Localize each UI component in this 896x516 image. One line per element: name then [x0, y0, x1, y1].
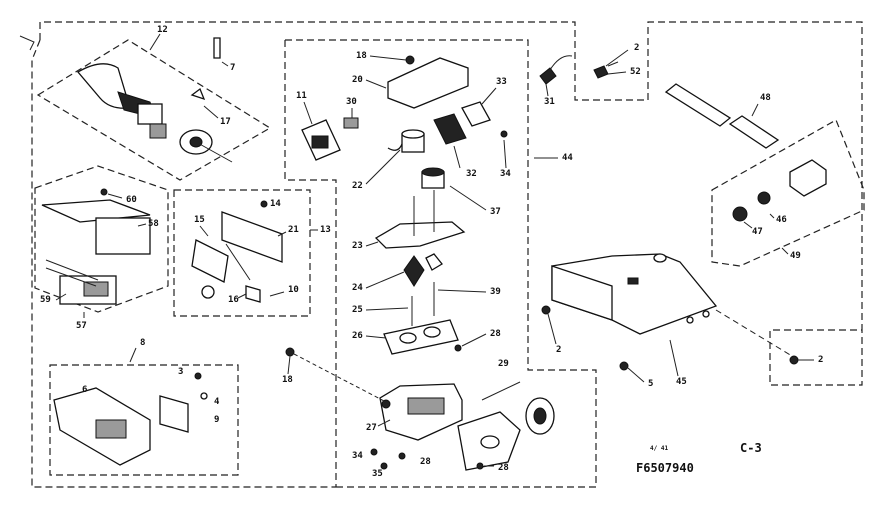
callout-8: 8 [140, 338, 145, 348]
callout-33: 33 [496, 77, 507, 87]
callout-52: 52 [630, 67, 641, 77]
callout-17: 17 [220, 117, 231, 127]
callout-11: 11 [296, 91, 307, 101]
callout-46: 46 [776, 215, 787, 225]
callout-35: 35 [372, 469, 383, 479]
callout-31: 31 [544, 97, 555, 107]
callout-28: 28 [490, 329, 501, 339]
callout-12: 12 [157, 25, 168, 35]
callout-4: 4 [214, 397, 220, 407]
callout-37: 37 [490, 207, 501, 217]
callout-14: 14 [270, 199, 281, 209]
callout-25: 25 [352, 305, 363, 315]
callout-13: 13 [320, 225, 331, 235]
callout-15: 15 [194, 215, 205, 225]
group-13-valve-assembly [173, 189, 311, 317]
callout-60: 60 [126, 195, 137, 205]
callout-7: 7 [230, 63, 235, 73]
callout-27: 27 [366, 423, 377, 433]
callout-22: 22 [352, 181, 363, 191]
pilot-tube-parts [664, 83, 780, 149]
callout-44: 44 [562, 153, 573, 163]
callout-18-lower: 18 [282, 375, 293, 385]
callout-3: 3 [178, 367, 183, 377]
callout-45: 45 [676, 377, 687, 387]
callout-18: 18 [356, 51, 367, 61]
corner-mark [19, 35, 35, 51]
callout-23: 23 [352, 241, 363, 251]
callout-29: 29 [498, 359, 509, 369]
callout-2-mid: 2 [556, 345, 561, 355]
thermocouple-parts [539, 55, 619, 85]
page-code: C-3 [740, 441, 762, 455]
callout-34: 34 [500, 169, 511, 179]
callout-21: 21 [288, 225, 299, 235]
part-number: F6507940 [636, 461, 694, 475]
callout-16: 16 [228, 295, 239, 305]
callout-58: 58 [148, 219, 159, 229]
callout-47: 47 [752, 227, 763, 237]
callout-24: 24 [352, 283, 363, 293]
callout-9: 9 [214, 415, 219, 425]
callout-39: 39 [490, 287, 501, 297]
mounting-bracket-45 [551, 253, 718, 335]
callout-28-c: 28 [498, 463, 509, 473]
callout-32: 32 [466, 169, 477, 179]
callout-20: 20 [352, 75, 363, 85]
small-mark: 4/ 41 [650, 445, 668, 452]
callout-10: 10 [288, 285, 299, 295]
group-8-orifice-assembly [49, 364, 239, 476]
group-49-pilot-assembly [711, 119, 865, 267]
callout-57: 57 [76, 321, 87, 331]
callout-26: 26 [352, 331, 363, 341]
callout-49: 49 [790, 251, 801, 261]
callout-34-lower: 34 [352, 451, 363, 461]
callout-6: 6 [82, 385, 87, 395]
group-57-burner-assembly [34, 165, 169, 313]
outer-frame [39, 21, 863, 386]
callout-30: 30 [346, 97, 357, 107]
group-44-gas-valve-stack [284, 39, 555, 487]
callout-2-top: 2 [634, 43, 639, 53]
group-12-igniter-assembly [36, 37, 272, 181]
callout-28-b: 28 [420, 457, 431, 467]
callout-48: 48 [760, 93, 771, 103]
callout-59: 59 [40, 295, 51, 305]
callout-2-right: 2 [818, 355, 823, 365]
callout-5: 5 [648, 379, 653, 389]
